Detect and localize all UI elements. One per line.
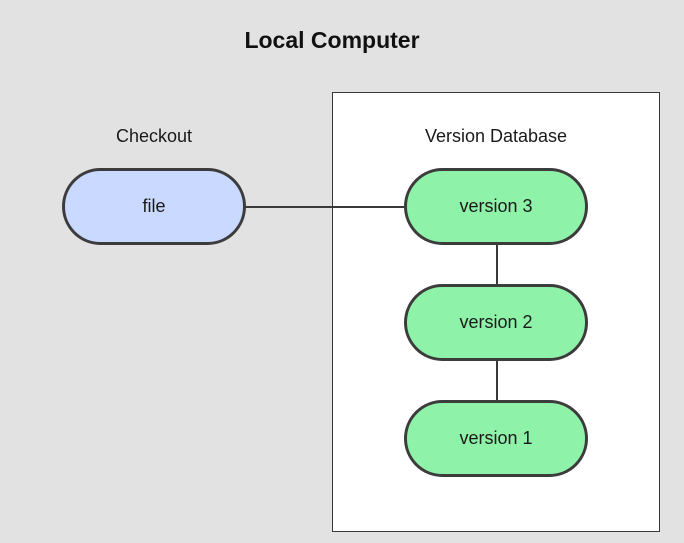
file-node: file	[62, 168, 246, 245]
version-2-label: version 2	[459, 312, 533, 332]
version-3-label: version 3	[459, 196, 533, 216]
version2-to-version1-connector	[496, 359, 498, 401]
diagram-title: Local Computer	[244, 27, 420, 53]
version-1-node: version 1	[404, 400, 588, 477]
file-node-label: file	[142, 196, 166, 216]
version3-to-version2-connector	[496, 243, 498, 285]
version-database-label: Version Database	[424, 126, 568, 146]
version-1-label: version 1	[459, 428, 533, 448]
version-3-node: version 3	[404, 168, 588, 245]
checkout-label: Checkout	[115, 126, 193, 146]
version-2-node: version 2	[404, 284, 588, 361]
file-to-version3-connector	[244, 206, 406, 208]
